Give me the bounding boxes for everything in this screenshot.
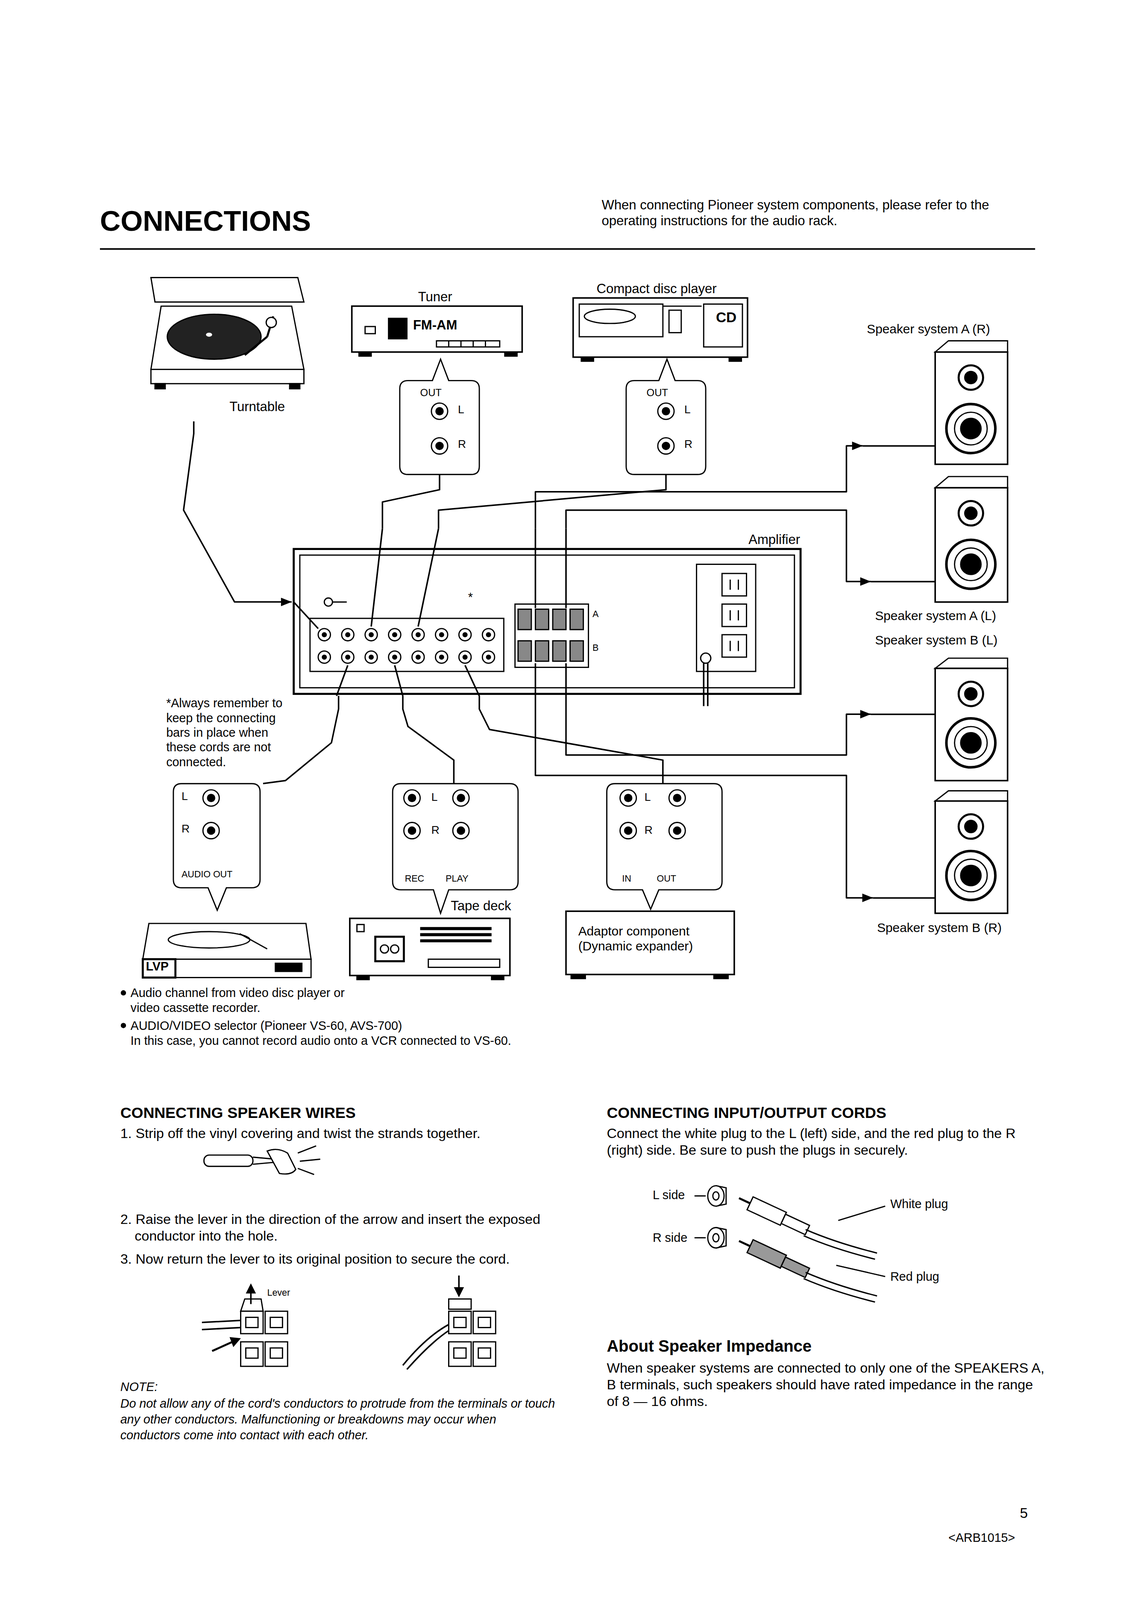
node-text: L bbox=[431, 790, 438, 804]
page-number: 5 bbox=[1019, 1504, 1028, 1522]
node-text: OUT bbox=[420, 386, 442, 399]
cable-connector bbox=[402, 695, 454, 784]
part-label: R side bbox=[652, 1229, 688, 1245]
node-text: Tape deck bbox=[450, 897, 511, 914]
node-text: R bbox=[457, 437, 467, 452]
node-text: Compact disc player bbox=[596, 280, 717, 297]
node-text: R bbox=[431, 823, 440, 837]
jack-panel: L R REC PLAY bbox=[390, 783, 520, 890]
header-note: When connecting Pioneer system component… bbox=[601, 196, 1041, 229]
speaker: Speaker system B (L) bbox=[870, 630, 1010, 780]
node-text: R bbox=[181, 821, 190, 836]
node-text: L bbox=[181, 789, 188, 804]
section-heading: CONNECTING SPEAKER WIRES bbox=[120, 1103, 356, 1122]
cd-player: Compact disc playerCD bbox=[571, 277, 753, 359]
bullet-note: Audio channel from video disc player or … bbox=[130, 985, 350, 1015]
section-heading: About Speaker Impedance bbox=[606, 1335, 812, 1356]
amplifier: Amplifier bbox=[291, 528, 808, 696]
cable-connector bbox=[438, 474, 666, 529]
asterisk-mark: * bbox=[468, 589, 473, 605]
jack-panel: L R AUDIO OUT bbox=[171, 783, 264, 888]
cable-connector bbox=[566, 510, 871, 582]
turntable: Turntable bbox=[142, 273, 311, 422]
jack-panel: L R IN OUT bbox=[603, 783, 722, 890]
cable-connector bbox=[183, 421, 292, 602]
step-text: 3. Now return the lever to its original … bbox=[120, 1250, 584, 1267]
bullet-note: AUDIO/VIDEO selector (Pioneer VS-60, AVS… bbox=[130, 1017, 403, 1033]
step-text: 2. Raise the lever in the direction of t… bbox=[120, 1210, 584, 1244]
node-text: IN bbox=[621, 873, 631, 885]
node-text: Tuner bbox=[418, 288, 453, 305]
node-text: Speaker system B (R) bbox=[876, 919, 1002, 936]
cable-connector bbox=[479, 695, 663, 784]
node-text: Speaker system B (L) bbox=[874, 632, 998, 648]
part-label: Red plug bbox=[890, 1268, 940, 1284]
adaptor-box: Adaptor component (Dynamic expander) bbox=[563, 908, 738, 978]
note-text: Do not allow any of the cord's conductor… bbox=[120, 1395, 560, 1443]
node-text: Turntable bbox=[229, 398, 285, 415]
terminal-label: B bbox=[592, 642, 599, 654]
body-text: Connect the white plug to the L (left) s… bbox=[606, 1124, 1046, 1158]
page-title: CONNECTIONS bbox=[99, 203, 311, 238]
node-text: Speaker system A (R) bbox=[866, 321, 990, 337]
speaker: Speaker system A (L) bbox=[870, 474, 1010, 625]
speaker: Speaker system B (R) bbox=[873, 783, 1012, 939]
part-label: L side bbox=[652, 1187, 685, 1202]
cable-connector bbox=[382, 474, 440, 529]
cable-connector bbox=[535, 445, 863, 528]
speaker: Speaker system A (R) bbox=[862, 318, 1010, 467]
node-text: R bbox=[644, 823, 653, 837]
node-text: Adaptor component (Dynamic expander) bbox=[578, 923, 727, 954]
tape-deck: Tape deck bbox=[346, 895, 523, 980]
callout-label: Lever bbox=[266, 1287, 291, 1299]
jack-panel: OUT L R bbox=[399, 380, 480, 475]
node-text: LVP bbox=[145, 958, 169, 974]
node-text: OUT bbox=[646, 386, 669, 399]
tuner: TunerFM-AM bbox=[349, 285, 526, 355]
node-text: Speaker system A (L) bbox=[874, 607, 996, 624]
node-text: Amplifier bbox=[748, 531, 801, 548]
cable-connector bbox=[566, 695, 871, 755]
video-disc-player: LVP bbox=[140, 910, 314, 980]
document-code: <ARB1015> bbox=[948, 1529, 1015, 1545]
node-text: R bbox=[684, 437, 693, 452]
node-text: AUDIO OUT bbox=[181, 868, 233, 880]
node-text: OUT bbox=[656, 873, 676, 885]
step-text: 1. Strip off the vinyl covering and twis… bbox=[120, 1124, 584, 1142]
note-text: In this case, you cannot record audio on… bbox=[130, 1032, 570, 1048]
part-label: White plug bbox=[890, 1196, 948, 1211]
node-text: PLAY bbox=[445, 873, 469, 885]
node-text: L bbox=[644, 790, 652, 804]
terminal-label: A bbox=[592, 608, 599, 620]
node-text: FM-AM bbox=[413, 316, 458, 333]
note-heading: NOTE: bbox=[120, 1378, 158, 1394]
cable-connector bbox=[535, 695, 873, 898]
section-heading: CONNECTING INPUT/OUTPUT CORDS bbox=[606, 1103, 886, 1122]
body-text: When speaker systems are connected to on… bbox=[606, 1359, 1046, 1409]
jack-panel: OUT L R bbox=[626, 380, 706, 475]
node-text: L bbox=[457, 402, 465, 417]
node-text: REC bbox=[404, 873, 425, 885]
footnote: *Always remember to keep the connecting … bbox=[166, 695, 297, 769]
node-text: L bbox=[684, 402, 691, 417]
node-text: CD bbox=[715, 308, 737, 326]
